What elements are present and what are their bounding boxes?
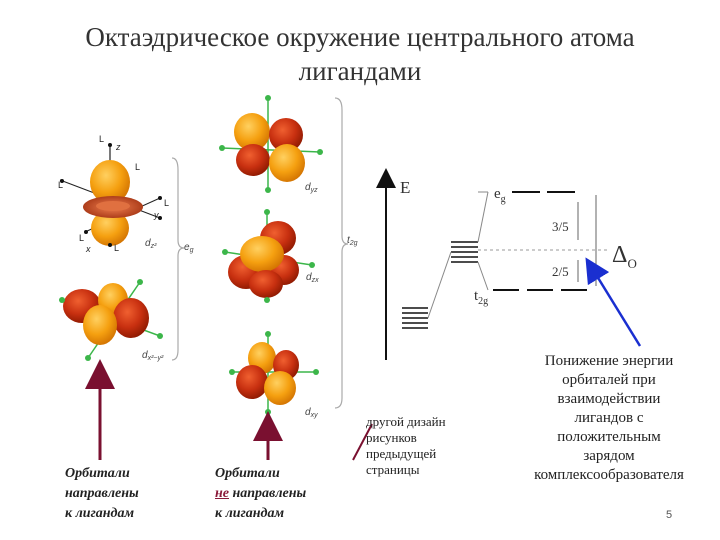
axis-z-label: z bbox=[115, 142, 121, 152]
negation-word: не bbox=[215, 486, 229, 501]
connector-line bbox=[427, 251, 452, 319]
note-line: страницы bbox=[366, 462, 420, 477]
title-line-2: лигандами bbox=[298, 56, 422, 86]
note-line: другой дизайн bbox=[366, 414, 446, 429]
dzx-label: dzx bbox=[306, 272, 319, 284]
ligand-label: L bbox=[99, 134, 104, 144]
connector-line bbox=[477, 261, 489, 291]
dx2-y2-orbital bbox=[59, 279, 163, 361]
ligand-label: L bbox=[58, 180, 63, 190]
arrow-to-t2g-level bbox=[585, 257, 642, 347]
connector-line bbox=[477, 191, 489, 243]
note-pointer-line bbox=[352, 423, 373, 461]
ligand-label: L bbox=[79, 233, 84, 243]
dz2-label: dz² bbox=[145, 238, 157, 250]
dzx-orbital bbox=[222, 209, 315, 303]
t2g-level-label: t2g bbox=[474, 288, 488, 307]
ligand-label: L bbox=[135, 162, 140, 172]
ligand-label: L bbox=[114, 243, 119, 253]
t2g-caption: Орбитали не направлены к лигандам bbox=[215, 464, 306, 524]
fraction-two-fifths: 2/5 bbox=[552, 264, 569, 279]
axis-y-label: y bbox=[153, 210, 159, 220]
eg-group-label: eg bbox=[184, 242, 194, 254]
explanation-line: взаимодействии bbox=[557, 391, 661, 407]
eg-caption-line: направлены bbox=[65, 486, 139, 501]
explanation-line: комплексообразователя bbox=[534, 467, 684, 483]
dxy-label: dxy bbox=[305, 407, 318, 419]
eg-level-label: eg bbox=[494, 186, 506, 205]
energy-axis-label: E bbox=[400, 178, 410, 197]
delta-o-label: ΔO bbox=[612, 242, 637, 271]
note-line: предыдущей bbox=[366, 446, 437, 461]
t2g-caption-line: Орбитали bbox=[215, 466, 280, 481]
eg-caption-line: к лигандам bbox=[65, 506, 135, 521]
note-line: рисунков bbox=[366, 430, 417, 445]
dz2-orbital bbox=[59, 143, 162, 247]
energy-lowering-explanation: Понижение энергии орбиталей при взаимоде… bbox=[508, 352, 710, 485]
title-line-1: Октаэдрическое окружение центрального ат… bbox=[85, 22, 635, 52]
eg-caption: Орбитали направлены к лигандам bbox=[65, 464, 139, 524]
explanation-line: орбиталей при bbox=[562, 372, 656, 388]
dyz-label: dyz bbox=[305, 182, 318, 194]
barycenter-level bbox=[451, 241, 478, 263]
design-note: другой дизайн рисунков предыдущей страни… bbox=[366, 414, 476, 478]
t2g-caption-line: к лигандам bbox=[215, 506, 285, 521]
t2g-caption-rest: направлены bbox=[229, 486, 307, 501]
dxy-orbital bbox=[229, 331, 319, 415]
t2g-group-label: t2g bbox=[347, 235, 358, 247]
fraction-three-fifths: 3/5 bbox=[552, 219, 569, 234]
slide-title: Октаэдрическое окружение центрального ат… bbox=[40, 20, 680, 88]
axis-x-label: x bbox=[85, 244, 91, 254]
explanation-line: Понижение энергии bbox=[544, 353, 674, 369]
explanation-line: зарядом bbox=[583, 448, 635, 464]
t2g-bracket bbox=[334, 97, 349, 409]
degenerate-level bbox=[402, 307, 428, 329]
t2g-caption-line: не направлены bbox=[215, 484, 306, 504]
explanation-line: лигандов с bbox=[574, 410, 644, 426]
eg-bracket bbox=[171, 157, 185, 361]
dyz-orbital bbox=[219, 95, 323, 193]
ligand-label: L bbox=[164, 198, 169, 208]
explanation-line: положительным bbox=[557, 429, 661, 445]
dx2-y2-label: dx²−y² bbox=[142, 350, 164, 362]
eg-caption-line: Орбитали bbox=[65, 466, 130, 481]
page-number: 5 bbox=[666, 509, 673, 521]
